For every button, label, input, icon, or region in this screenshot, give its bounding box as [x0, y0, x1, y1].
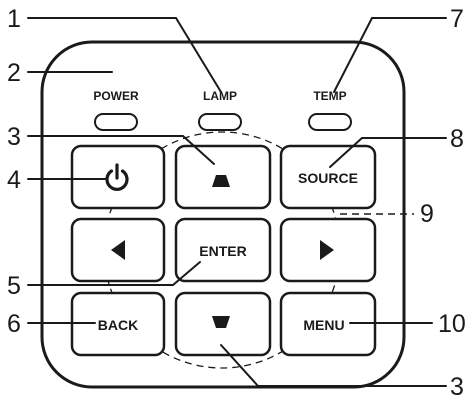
down-key[interactable] [174, 291, 272, 357]
leader-line-3-top [27, 135, 215, 165]
back-key[interactable]: BACK [70, 291, 166, 357]
back-key-label: BACK [98, 317, 138, 333]
callout-4: 4 [7, 166, 21, 194]
callout-6: 6 [7, 310, 21, 338]
left-key[interactable] [70, 217, 166, 283]
up-arrow-icon [212, 175, 230, 187]
temp-indicator-label: TEMP [313, 89, 346, 103]
temp-indicator-light [308, 113, 352, 131]
leader-line-1 [27, 17, 222, 93]
enter-key-label: ENTER [199, 243, 246, 259]
source-key-label: SOURCE [298, 170, 358, 186]
callout-5: 5 [7, 272, 21, 300]
callout-2: 2 [7, 59, 21, 87]
right-key[interactable] [279, 217, 377, 283]
lamp-indicator-light [198, 113, 242, 131]
callout-1: 1 [7, 5, 21, 33]
callout-10: 10 [438, 310, 466, 338]
callout-3-bottom: 3 [450, 373, 464, 401]
callout-3-top: 3 [7, 123, 21, 151]
menu-key[interactable]: MENU [279, 291, 377, 357]
source-key[interactable]: SOURCE [279, 144, 377, 210]
right-arrow-icon [320, 240, 334, 260]
power-icon [105, 163, 129, 191]
leader-line-8 [329, 137, 447, 168]
power-indicator-light [94, 113, 138, 131]
menu-key-label: MENU [303, 317, 344, 333]
leader-line-3-bottom [220, 344, 447, 387]
down-arrow-icon [212, 316, 230, 328]
enter-key[interactable]: ENTER [174, 217, 272, 283]
leader-line-7 [333, 17, 447, 93]
callout-9: 9 [420, 200, 434, 228]
callout-7: 7 [450, 5, 464, 33]
power-key[interactable] [70, 144, 166, 210]
left-arrow-icon [111, 240, 125, 260]
power-indicator-label: POWER [93, 89, 139, 103]
callout-8: 8 [450, 125, 464, 153]
lamp-indicator-label: LAMP [203, 89, 237, 103]
up-key[interactable] [174, 144, 272, 210]
leader-line-5 [27, 261, 201, 286]
